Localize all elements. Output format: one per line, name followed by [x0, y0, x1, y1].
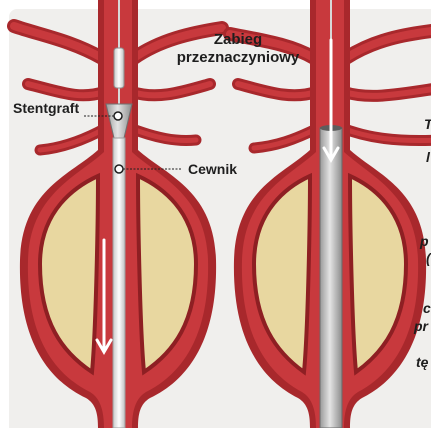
catheter-label: Cewnik	[188, 161, 237, 178]
cutoff-text-2: l	[426, 149, 430, 166]
callout-circle-icon	[115, 165, 123, 173]
catheter-shaft	[113, 138, 125, 428]
cutoff-text-4: (	[426, 250, 431, 267]
callout-circle-icon	[114, 112, 122, 120]
stentgraft-label: Stentgraft	[13, 100, 79, 117]
title-line-1: Zabieg	[214, 31, 262, 48]
title-line-2: przeznaczyniowy	[177, 49, 300, 66]
cutoff-text-6: pr	[414, 318, 428, 335]
cutoff-text-5: c	[423, 300, 431, 317]
cutoff-text-1: T	[424, 116, 431, 133]
cutoff-text-3: p	[420, 233, 429, 250]
stentgraft-tube	[320, 128, 342, 428]
cutoff-text-7: tę	[416, 354, 428, 371]
stentgraft-sheath	[114, 48, 124, 88]
